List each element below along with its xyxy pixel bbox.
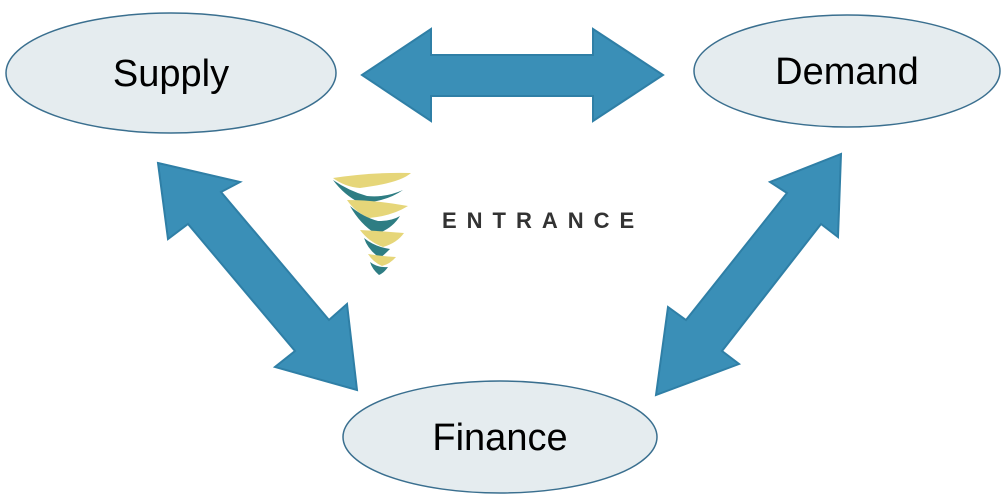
node-demand-label: Demand	[775, 51, 919, 93]
node-supply-label: Supply	[113, 53, 229, 95]
spiral-funnel-icon	[333, 172, 411, 275]
arrow-demand-finance	[654, 152, 843, 397]
node-supply-shape	[5, 12, 337, 134]
entrance-logo: ENTRANCE	[333, 172, 644, 275]
node-demand: Demand	[693, 14, 1001, 128]
arrow-supply-finance	[156, 161, 359, 392]
node-finance-label: Finance	[432, 417, 567, 459]
node-supply: Supply	[5, 12, 337, 134]
node-demand-shape	[693, 14, 1001, 128]
node-finance: Finance	[342, 380, 658, 494]
entrance-wordmark: ENTRANCE	[442, 208, 644, 233]
node-finance-shape	[342, 380, 658, 494]
arrow-supply-demand	[360, 27, 665, 123]
